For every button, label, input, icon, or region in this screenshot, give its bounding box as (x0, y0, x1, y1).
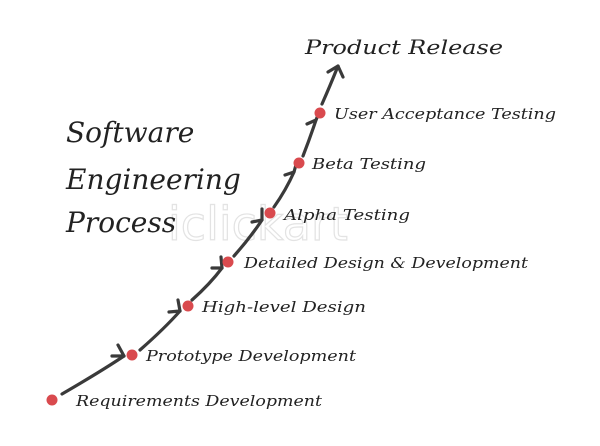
arrow-head-4 (250, 207, 264, 224)
step-dot-7 (314, 107, 326, 119)
step-dot-6 (293, 157, 305, 169)
arrow-segment-1 (60, 354, 126, 396)
step-dot-1 (46, 394, 58, 406)
step-label-6: Beta Testing (311, 155, 426, 173)
step-label-4: Detailed Design & Development (243, 254, 529, 272)
step-dot-5 (264, 207, 276, 219)
title-line-2: Engineering (65, 163, 241, 196)
arrow-segment-4 (232, 218, 264, 258)
step-label-1: Requirements Development (75, 392, 323, 410)
step-dot-4 (222, 256, 234, 268)
arrow-segment-6 (301, 118, 318, 158)
arrow-segment-3 (190, 266, 224, 302)
step-label-7: User Acceptance Testing (334, 105, 556, 123)
step-dot-2 (126, 349, 138, 361)
step-label-5: Alpha Testing (282, 206, 410, 224)
product-release-label: Product Release (304, 35, 503, 59)
arrow-head-7 (326, 64, 345, 79)
step-label-3: High-level Design (201, 298, 366, 316)
title-line-3: Process (65, 206, 176, 239)
arrow-segment-5 (272, 170, 296, 209)
step-dot-3 (182, 300, 194, 312)
step-label-2: Prototype Development (145, 347, 357, 365)
arrow-segment-7 (320, 64, 340, 106)
arrow-head-3 (210, 255, 224, 270)
arrow-head-1 (110, 343, 126, 358)
title-line-1: Software (66, 116, 194, 149)
arrow-head-2 (167, 298, 182, 314)
arrow-segment-2 (138, 309, 182, 352)
